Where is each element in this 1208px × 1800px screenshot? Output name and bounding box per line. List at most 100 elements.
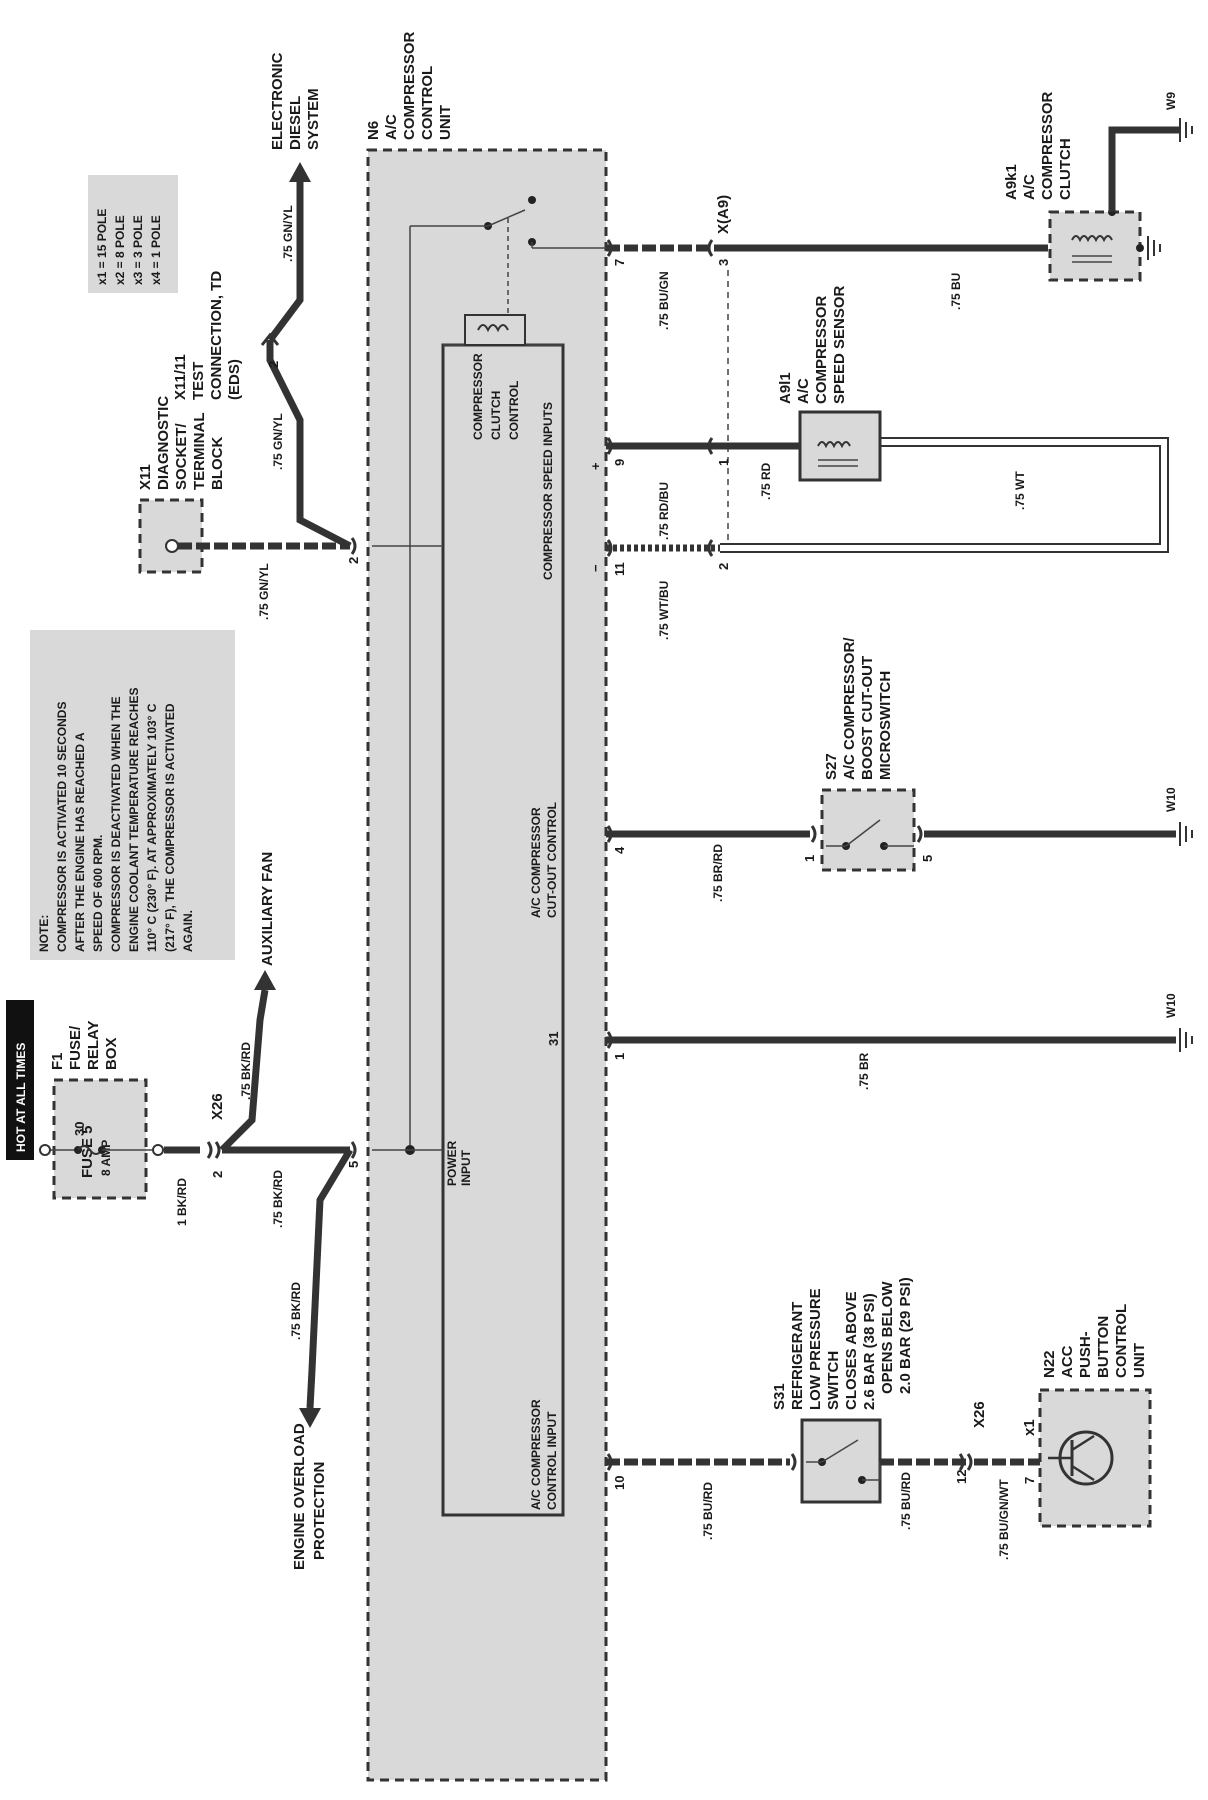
svg-text:8 AMP: 8 AMP	[99, 1140, 113, 1176]
svg-text:.75 BU/RD: .75 BU/RD	[701, 1482, 715, 1540]
svg-text:F1: F1	[49, 1052, 66, 1070]
ground-w10a-icon	[1179, 822, 1193, 846]
svg-text:.75 BU/GN: .75 BU/GN	[657, 271, 671, 330]
svg-text:1: 1	[612, 1053, 627, 1060]
svg-text:COMPRESSOR: COMPRESSOR	[813, 295, 830, 404]
ground-w9-icon	[1179, 118, 1193, 142]
svg-text:A/C COMPRESSOR: A/C COMPRESSOR	[529, 807, 543, 918]
svg-text:ENGINE COOLANT TEMPERATURE REA: ENGINE COOLANT TEMPERATURE REACHES	[127, 688, 141, 952]
svg-text:2: 2	[210, 1171, 225, 1178]
svg-text:.75 WT: .75 WT	[1013, 471, 1027, 510]
svg-text:S27: S27	[823, 753, 840, 780]
svg-text:COMPRESSOR: COMPRESSOR	[401, 31, 418, 140]
svg-text:AFTER THE ENGINE HAS REACHED A: AFTER THE ENGINE HAS REACHED A	[73, 732, 87, 952]
hot-at-all-times-badge: HOT AT ALL TIMES	[6, 1000, 34, 1160]
speed-sensor-coil-icon	[817, 441, 851, 449]
svg-text:.75 BU: .75 BU	[949, 273, 963, 310]
svg-text:CONNECTION, TD: CONNECTION, TD	[208, 271, 225, 400]
svg-text:2: 2	[716, 563, 731, 570]
svg-text:ENGINE OVERLOAD: ENGINE OVERLOAD	[291, 1423, 308, 1570]
svg-text:.75 BK/RD: .75 BK/RD	[271, 1170, 285, 1228]
svg-text:AGAIN.: AGAIN.	[181, 910, 195, 952]
svg-text:X26: X26	[971, 1401, 988, 1428]
ground-w10b-icon	[1179, 1028, 1193, 1052]
x11-diagnostic-socket: X11 DIAGNOSTIC SOCKET/ TERMINAL BLOCK	[137, 396, 226, 574]
svg-text:A/C COMPRESSOR/: A/C COMPRESSOR/	[841, 637, 858, 780]
svg-text:X(A9): X(A9)	[715, 195, 732, 234]
svg-text:CONTROL INPUT: CONTROL INPUT	[545, 1411, 559, 1510]
svg-text:TEST: TEST	[190, 362, 207, 400]
svg-text:(EDS): (EDS)	[226, 359, 243, 400]
note-box: NOTE: COMPRESSOR IS ACTIVATED 10 SECONDS…	[30, 630, 235, 960]
speed-sensor-circuit: 9 1 .75 RD/BU .75 RD 11 2 .75 WT/BU .75 …	[606, 285, 1169, 640]
svg-text:A/C: A/C	[795, 378, 812, 404]
svg-text:.75 BU/GN/WT: .75 BU/GN/WT	[997, 1479, 1011, 1560]
svg-text:2.6 BAR (38 PSI): 2.6 BAR (38 PSI)	[861, 1293, 878, 1410]
svg-text:.75 BU/RD: .75 BU/RD	[899, 1472, 913, 1530]
svg-text:MICROSWITCH: MICROSWITCH	[877, 671, 894, 780]
svg-text:CLUTCH: CLUTCH	[489, 391, 503, 440]
svg-text:COMPRESSOR SPEED INPUTS: COMPRESSOR SPEED INPUTS	[541, 402, 555, 580]
svg-text:N6: N6	[365, 121, 382, 140]
svg-text:−: −	[588, 564, 603, 572]
svg-text:.75 BK/RD: .75 BK/RD	[239, 1042, 253, 1100]
svg-text:7: 7	[1022, 1477, 1037, 1484]
svg-text:A9k1: A9k1	[1003, 164, 1020, 200]
hot-label: HOT AT ALL TIMES	[14, 1043, 28, 1152]
svg-text:x1: x1	[1021, 1419, 1038, 1436]
svg-text:.75 WT/BU: .75 WT/BU	[657, 581, 671, 640]
svg-text:X11: X11	[137, 464, 154, 490]
svg-text:CUT-OUT CONTROL: CUT-OUT CONTROL	[545, 802, 559, 918]
svg-text:.75 BK/RD: .75 BK/RD	[289, 1282, 303, 1340]
svg-text:.75 GN/YL: .75 GN/YL	[271, 413, 285, 470]
ground-circuit: 1 .75 BR W10	[606, 993, 1193, 1090]
svg-text:LOW PRESSURE: LOW PRESSURE	[807, 1288, 824, 1410]
pole-legend: x1 = 15 POLE x2 = 8 POLE x3 = 3 POLE x4 …	[88, 175, 178, 293]
svg-text:x2 = 8 POLE: x2 = 8 POLE	[113, 215, 127, 285]
svg-text:UNIT: UNIT	[1131, 1343, 1148, 1378]
svg-text:7: 7	[612, 259, 627, 266]
svg-text:BOOST CUT-OUT: BOOST CUT-OUT	[859, 656, 876, 780]
svg-text:DIAGNOSTIC: DIAGNOSTIC	[155, 396, 172, 490]
svg-text:.75 GN/YL: .75 GN/YL	[281, 205, 295, 262]
svg-text:CONTROL: CONTROL	[419, 66, 436, 140]
svg-text:DIESEL: DIESEL	[287, 96, 304, 150]
svg-text:A9l1: A9l1	[777, 372, 794, 404]
svg-text:NOTE:: NOTE:	[37, 915, 51, 952]
svg-text:x4 = 1 POLE: x4 = 1 POLE	[149, 215, 163, 285]
svg-text:W10: W10	[1164, 993, 1178, 1018]
ground-icon	[1147, 236, 1161, 260]
control-input-circuit: 10 .75 BU/RD .75 BU/RD 12 X26 7 x1 .75 B…	[606, 1277, 1152, 1560]
svg-text:10: 10	[612, 1476, 627, 1490]
svg-text:1 BK/RD: 1 BK/RD	[175, 1178, 189, 1226]
n6-control-unit: N6 A/C COMPRESSOR CONTROL UNIT COMPRESSO…	[365, 31, 608, 1782]
svg-text:(217° F), THE COMPRESSOR IS AC: (217° F), THE COMPRESSOR IS ACTIVATED	[163, 703, 177, 952]
svg-text:2.0 BAR (29 PSI): 2.0 BAR (29 PSI)	[897, 1277, 914, 1394]
svg-text:4: 4	[612, 846, 627, 854]
svg-text:CLUTCH: CLUTCH	[1057, 138, 1074, 200]
svg-text:SPEED OF 600 RPM.: SPEED OF 600 RPM.	[91, 835, 105, 952]
svg-text:CLOSES ABOVE: CLOSES ABOVE	[843, 1291, 860, 1410]
svg-text:.75 RD: .75 RD	[759, 462, 773, 500]
svg-text:1: 1	[716, 459, 731, 466]
auxiliary-fan-arrow-icon	[254, 970, 276, 990]
f1-fuse-relay-box: F1 FUSE/ RELAY BOX FUSE 5 8 AMP 30	[39, 1021, 164, 1200]
svg-text:PROTECTION: PROTECTION	[311, 1462, 328, 1560]
svg-text:A/C: A/C	[1021, 174, 1038, 200]
terminal-circle-icon	[39, 1144, 51, 1156]
svg-text:PUSH-: PUSH-	[1077, 1331, 1094, 1378]
svg-text:5: 5	[346, 1161, 361, 1168]
svg-text:5: 5	[920, 855, 935, 862]
fuse-symbol-icon	[77, 1145, 103, 1155]
svg-text:x3 = 3 POLE: x3 = 3 POLE	[131, 215, 145, 285]
svg-text:COMPRESSOR IS ACTIVATED 10 SEC: COMPRESSOR IS ACTIVATED 10 SECONDS	[55, 702, 69, 952]
svg-text:1: 1	[802, 855, 817, 862]
svg-text:x1 = 15 POLE: x1 = 15 POLE	[95, 209, 109, 285]
power-feed-wires: 2 X26 1 BK/RD .75 BK/RD AUXILIARY FAN .7…	[164, 852, 361, 1570]
svg-text:BOX: BOX	[103, 1037, 120, 1070]
svg-text:W10: W10	[1164, 787, 1178, 812]
svg-text:COMPRESSOR: COMPRESSOR	[471, 353, 485, 440]
svg-text:.75 GN/YL: .75 GN/YL	[257, 563, 271, 620]
svg-text:UNIT: UNIT	[437, 105, 454, 140]
svg-text:CONTROL: CONTROL	[507, 381, 521, 440]
